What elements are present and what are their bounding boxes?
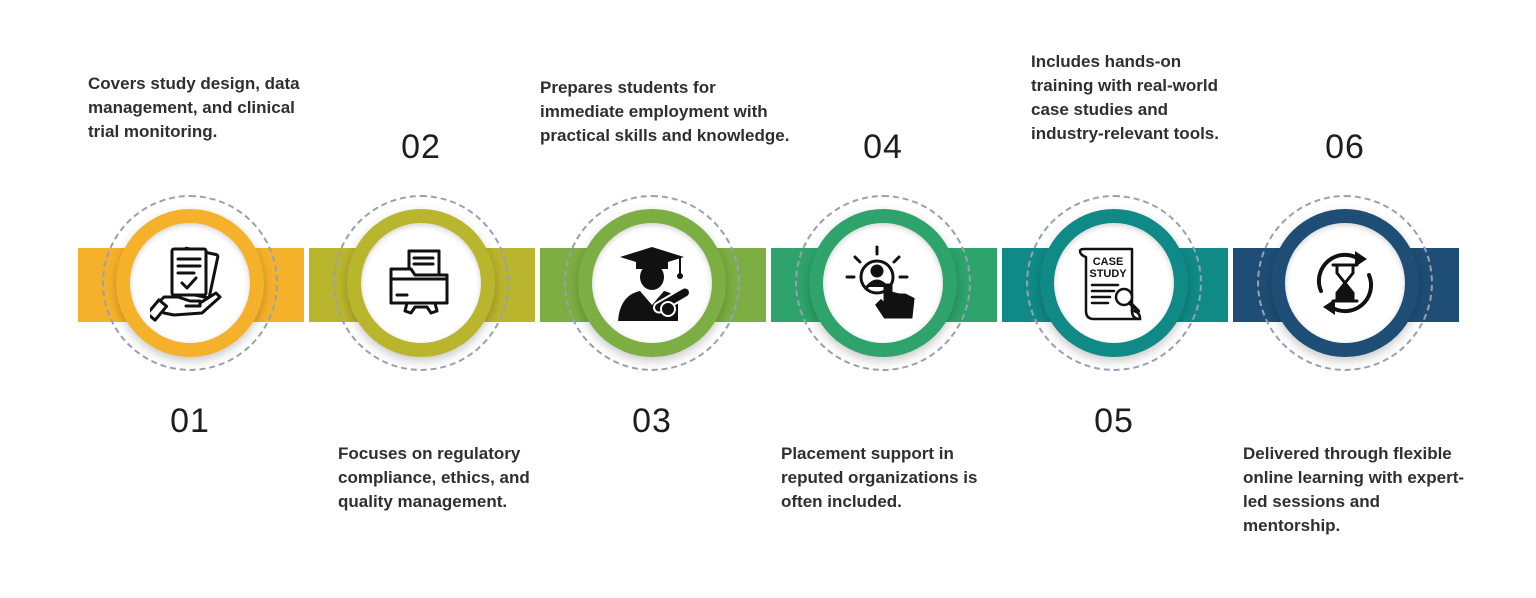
step-2-dashed-ring [333, 195, 509, 371]
folder-gear-icon [381, 243, 461, 323]
person-click-icon [843, 243, 923, 323]
document-hand-icon [150, 243, 230, 323]
step-5-description: Includes hands-on training with real-wor… [1031, 52, 1219, 143]
hourglass-cycle-icon [1305, 243, 1385, 323]
step-4-dashed-ring [795, 195, 971, 371]
step-2-description: Focuses on regulatory compliance, ethics… [338, 444, 530, 511]
step-4-description: Placement support in reputed organizatio… [781, 444, 978, 511]
step-3-description: Prepares students for immediate employme… [540, 78, 790, 145]
step-1-number: 01 [170, 402, 210, 440]
step-6-number: 06 [1325, 128, 1365, 166]
step-4-number: 04 [863, 128, 903, 166]
step-5-dashed-ring [1026, 195, 1202, 371]
svg-text:CASE: CASE [1093, 256, 1124, 268]
step-6-dashed-ring [1257, 195, 1433, 371]
step-6-description: Delivered through flexible online learni… [1243, 444, 1465, 535]
step-3-number: 03 [632, 402, 672, 440]
step-2-number: 02 [401, 128, 441, 166]
svg-text:STUDY: STUDY [1089, 268, 1127, 280]
step-3-dashed-ring [564, 195, 740, 371]
step-5-number: 05 [1094, 402, 1134, 440]
graduate-icon [612, 243, 692, 323]
case-study-icon: CASE STUDY [1074, 243, 1154, 323]
step-1-dashed-ring [102, 195, 278, 371]
step-1-description: Covers study design, data management, an… [88, 74, 300, 141]
